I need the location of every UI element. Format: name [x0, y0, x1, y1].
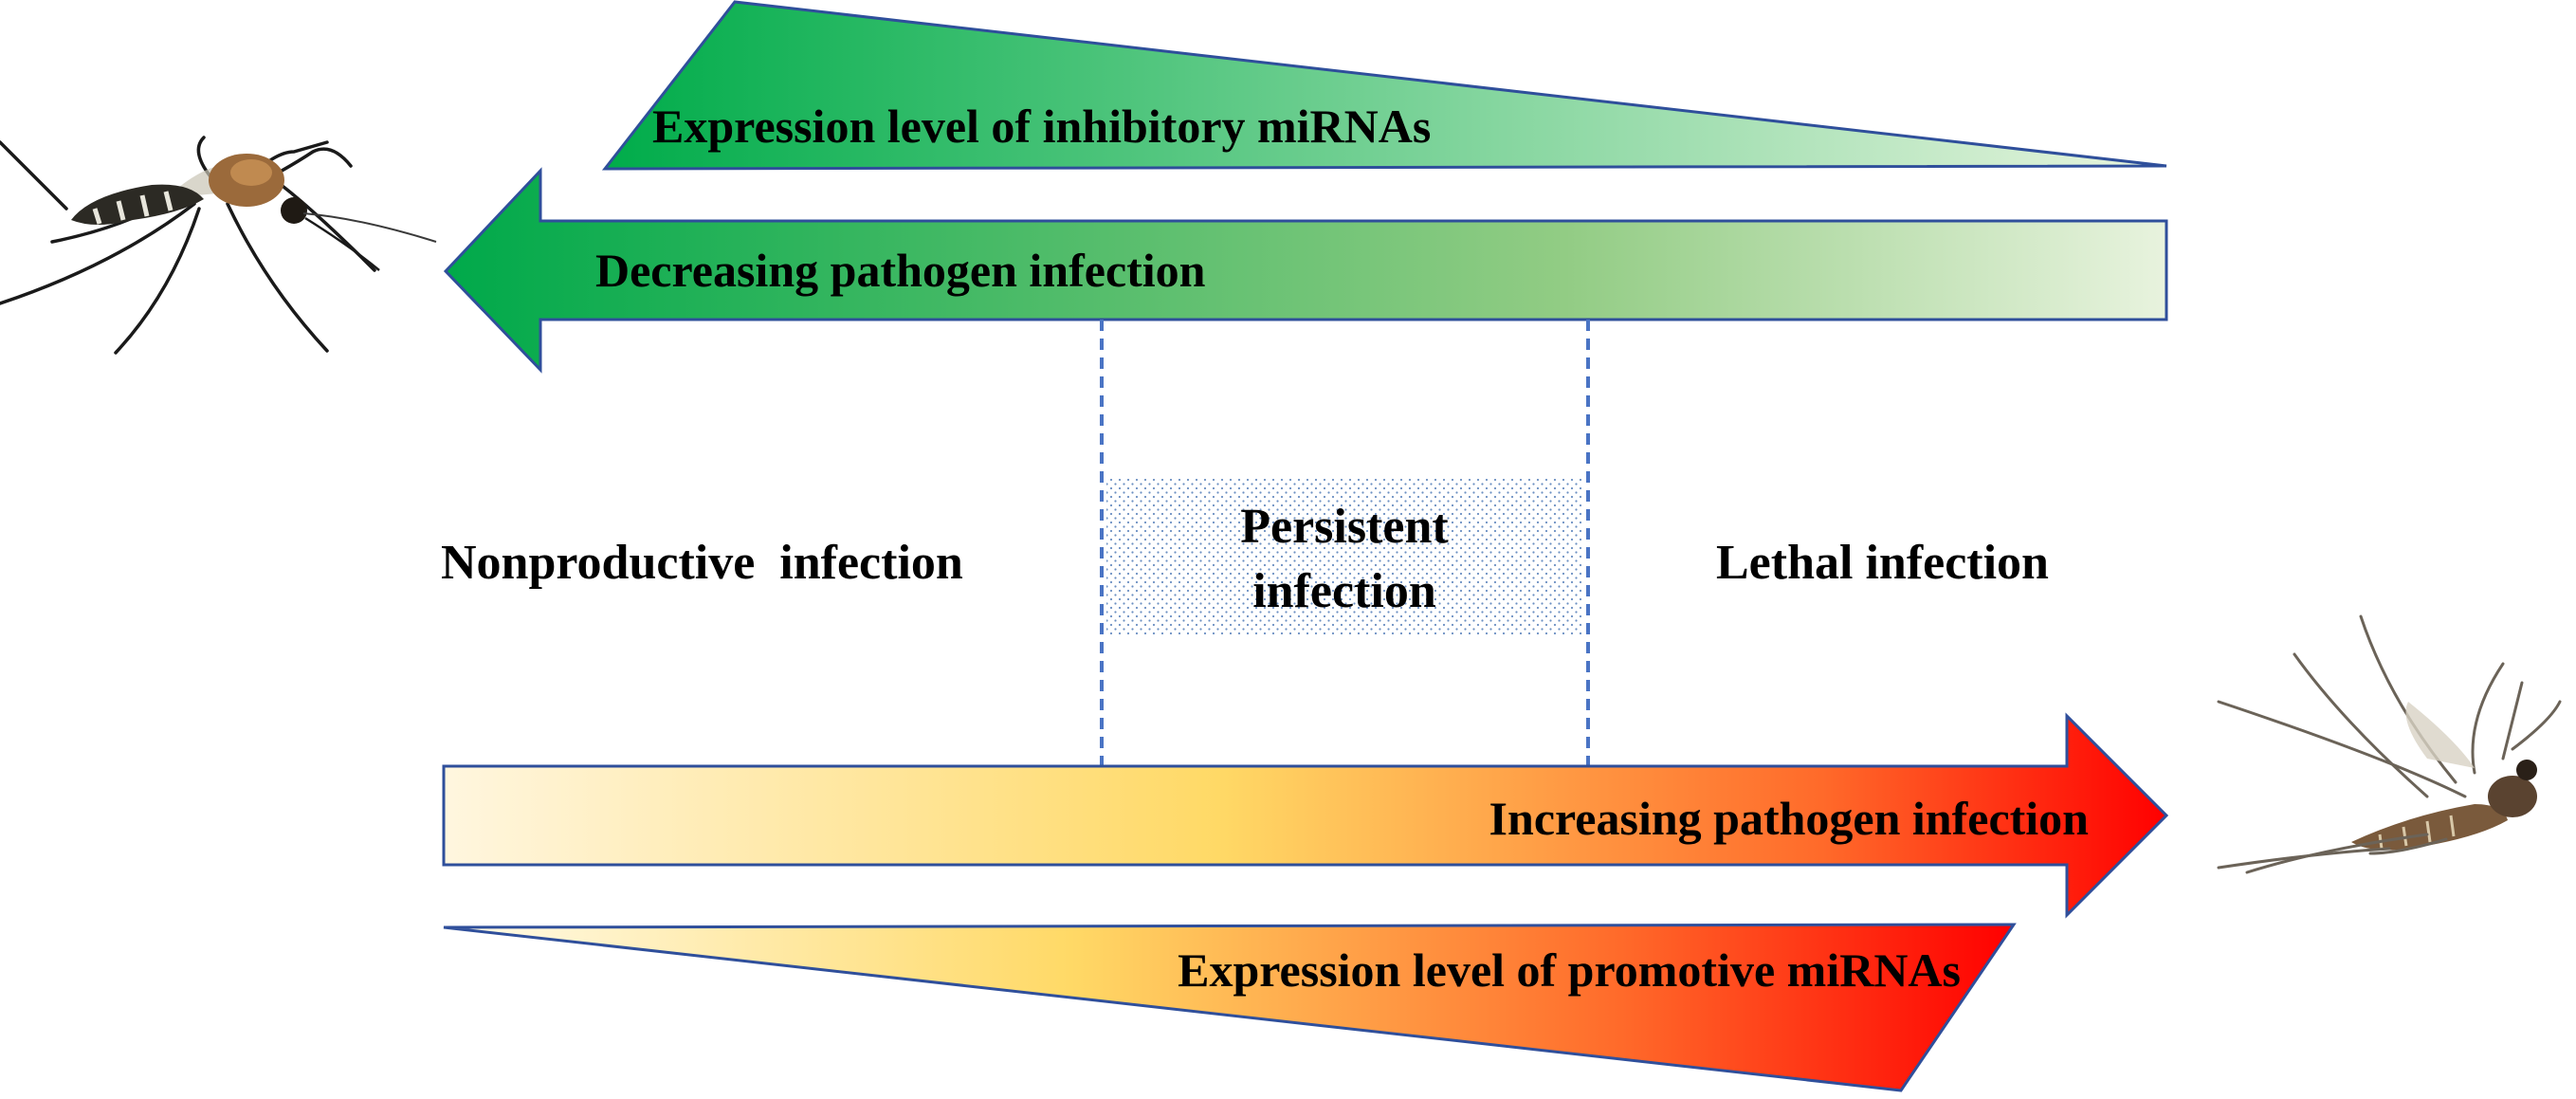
persistent-label-line2: infection	[1252, 564, 1436, 618]
increasing-infection-label: Increasing pathogen infection	[1489, 792, 2090, 845]
persistent-zone-box	[1106, 479, 1583, 635]
nonproductive-label: Nonproductive infection	[441, 536, 963, 590]
lethal-label: Lethal infection	[1716, 536, 2049, 590]
decreasing-infection-arrow: Decreasing pathogen infection	[443, 167, 2168, 374]
increasing-infection-arrow: Increasing pathogen infection	[442, 712, 2169, 919]
mosquito-icon	[0, 136, 437, 355]
inhibitory-mirna-label: Expression level of inhibitory miRNAs	[652, 100, 1431, 153]
decreasing-infection-label: Decreasing pathogen infection	[595, 244, 1206, 297]
inhibitory-mirna-wedge: Expression level of inhibitory miRNAs	[601, 0, 2167, 171]
promotive-mirna-wedge: Expression level of promotive miRNAs	[443, 923, 2017, 1092]
persistent-label-line1: Persistent	[1240, 500, 1449, 554]
dead-mosquito-icon	[2217, 614, 2562, 874]
promotive-mirna-label: Expression level of promotive miRNAs	[1178, 943, 1961, 997]
